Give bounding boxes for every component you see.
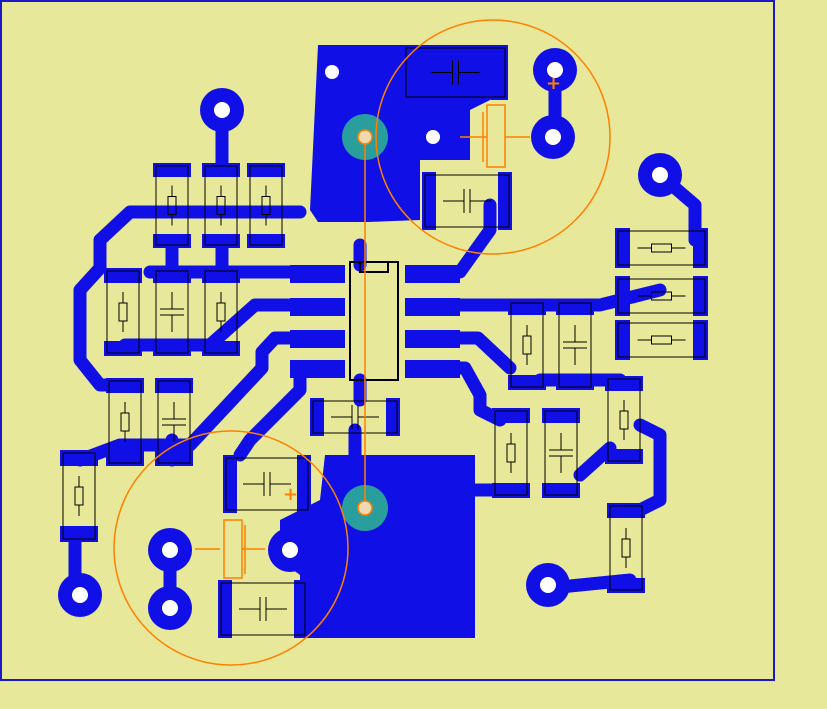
resistor-r9 — [615, 276, 708, 316]
resistor-r2 — [202, 163, 240, 248]
through-hole-pads — [58, 48, 682, 630]
resistor-r10 — [615, 320, 708, 360]
polarity-mark-top: + — [546, 73, 561, 94]
resistor-r3 — [247, 163, 285, 248]
resistor-r4 — [104, 268, 142, 356]
ic-pads — [290, 265, 460, 378]
capacitor-c8 — [223, 455, 311, 513]
resistor-r13 — [492, 408, 530, 498]
mounting-holes — [325, 65, 440, 144]
ic-outline-icon — [349, 261, 399, 381]
resistor-r5 — [202, 268, 240, 356]
resistor-r11 — [508, 300, 546, 390]
smd-components — [60, 45, 708, 638]
polarity-marks: + + — [283, 73, 561, 505]
resistor-r7 — [60, 450, 98, 542]
resistor-r14 — [607, 503, 645, 593]
capacitor-c7 — [310, 398, 400, 436]
capacitor-c6 — [542, 408, 580, 498]
capacitor-c1 — [153, 268, 191, 356]
resistor-r1 — [153, 163, 191, 248]
capacitor-c9 — [218, 580, 308, 638]
inductor-outline-bottom — [113, 430, 349, 666]
board-outline — [0, 0, 775, 681]
overlay-layer — [113, 19, 611, 666]
copper-pours — [280, 45, 500, 638]
resistor-r6 — [106, 378, 144, 466]
inductor-outline-top — [375, 19, 611, 255]
resistor-r8 — [615, 228, 708, 268]
electrolytic-capacitor-icon — [486, 104, 506, 168]
capacitor-c3 — [403, 45, 508, 100]
polarity-mark-bottom: + — [283, 484, 298, 505]
resistor-r12 — [605, 376, 643, 464]
capacitor-c2 — [155, 378, 193, 466]
capacitor-c5 — [556, 300, 594, 390]
capacitor-c4 — [422, 172, 512, 230]
